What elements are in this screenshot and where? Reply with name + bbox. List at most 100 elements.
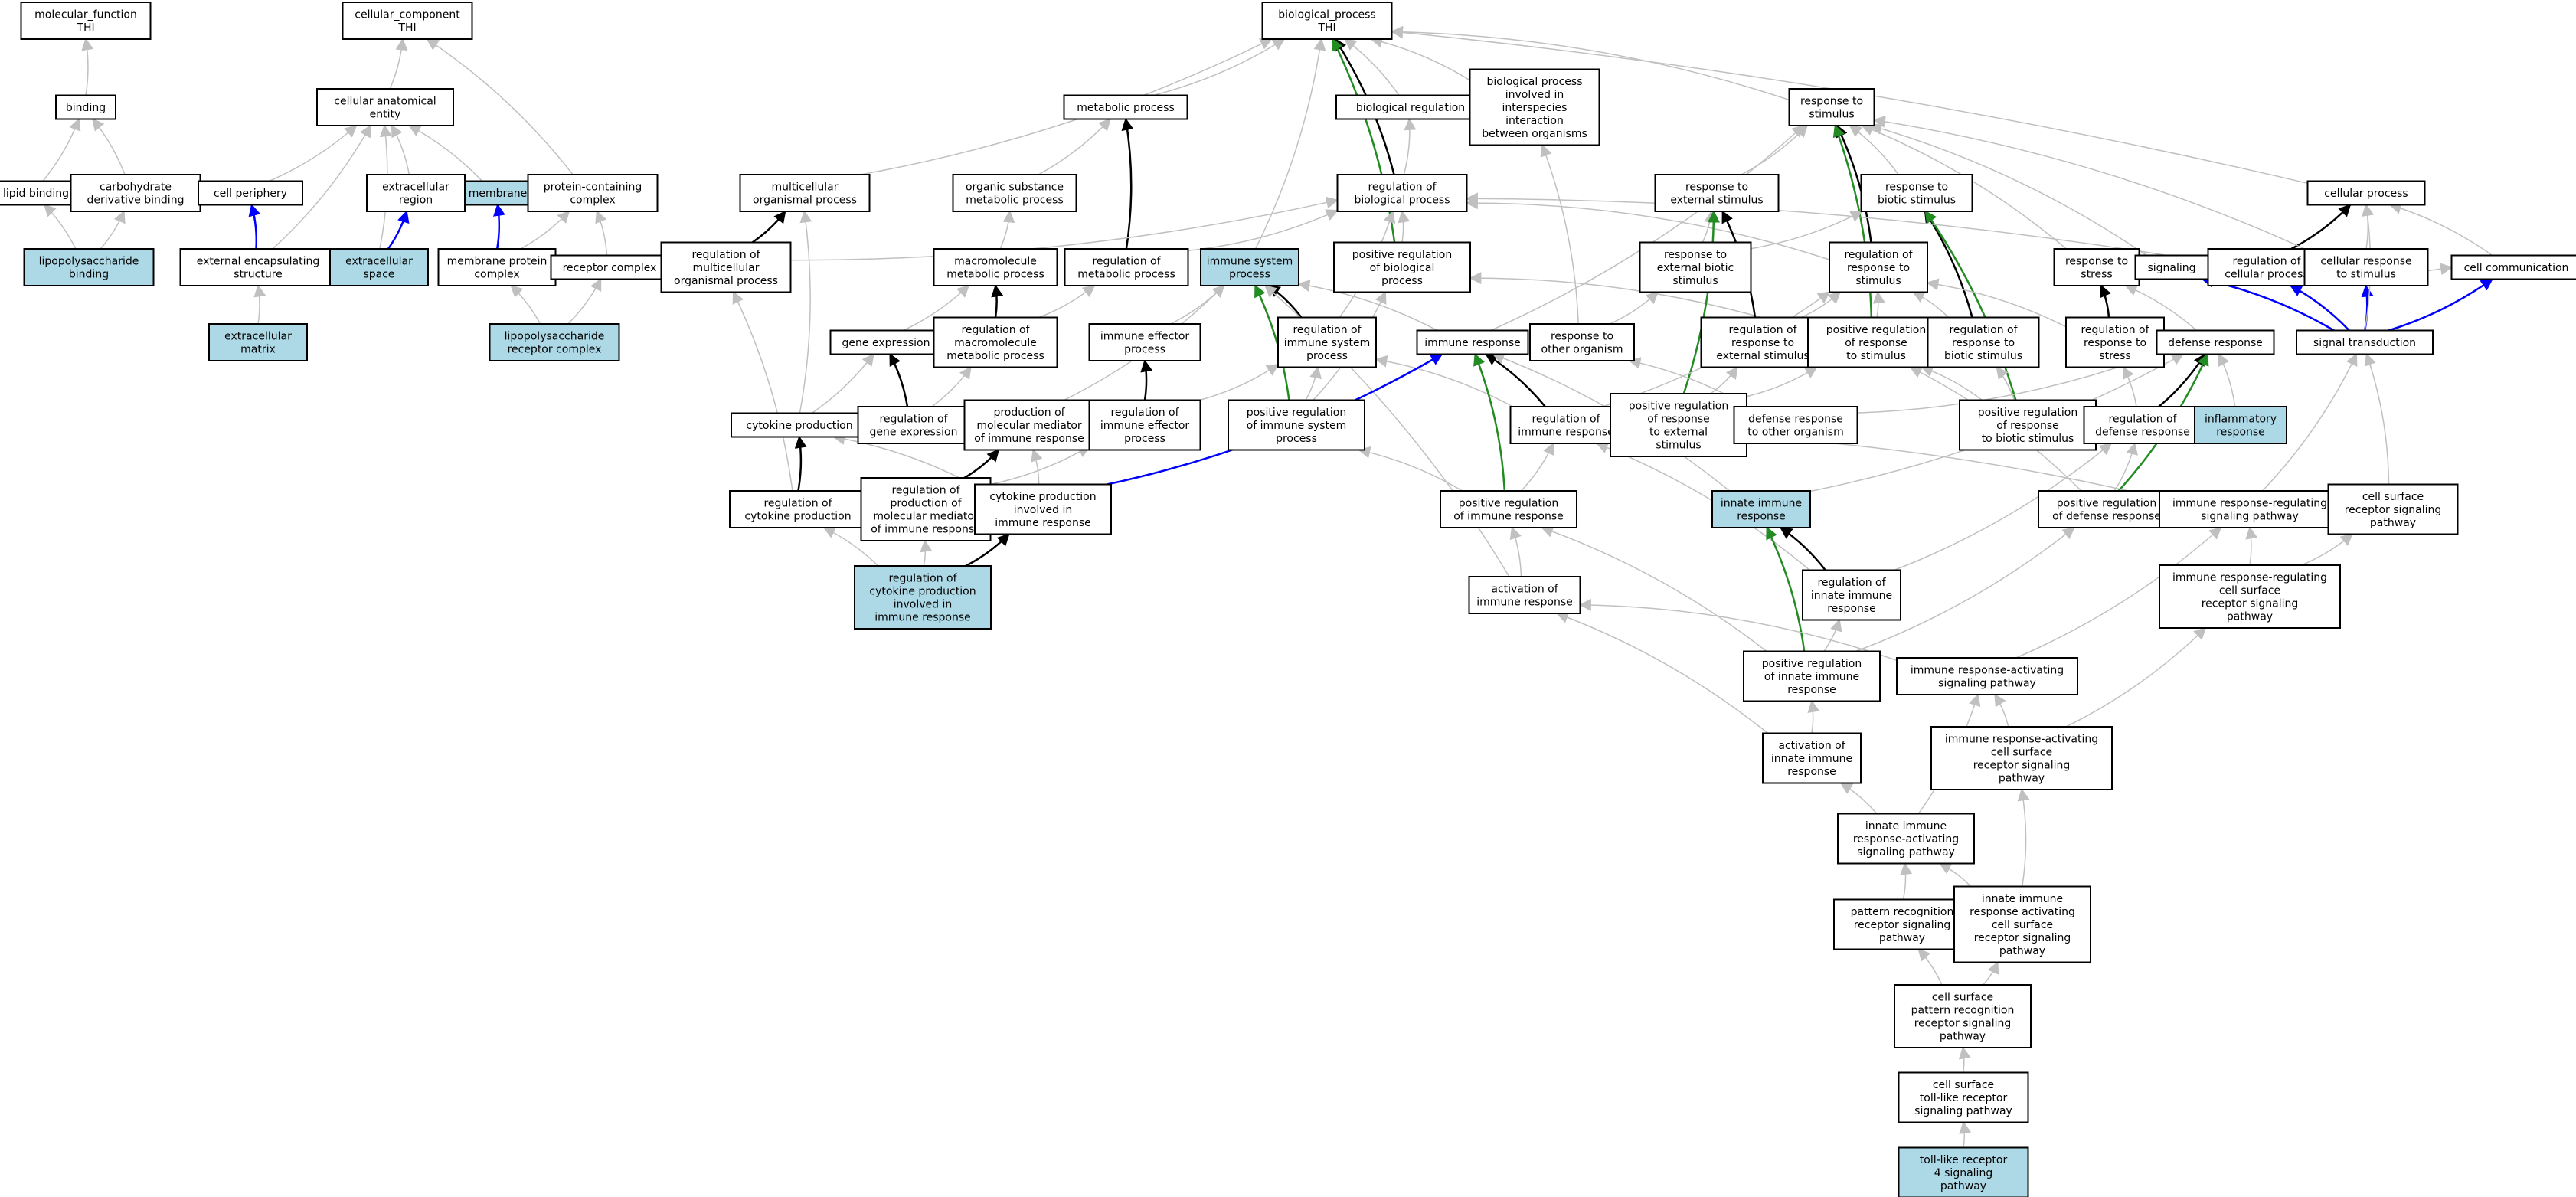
edge-neg-regulates [248, 203, 261, 250]
node-label-line: cellular process [2225, 269, 2308, 281]
go-term-node-binding[interactable]: binding [55, 94, 116, 120]
go-term-node-defense-response[interactable]: defense response [2156, 329, 2275, 355]
go-term-node-cell-periphery[interactable]: cell periphery [198, 180, 303, 206]
node-label-line: response [1827, 603, 1876, 615]
edge-is-a [931, 366, 972, 407]
node-box [1894, 984, 2032, 1048]
node-label: binding [66, 102, 106, 114]
node-box [1335, 94, 1486, 120]
edge-is-a [1849, 125, 1899, 175]
node-label-line: macromolecule [954, 256, 1037, 268]
go-term-node-signal-transduction[interactable]: signal transduction [2296, 329, 2434, 355]
go-term-node-cell-communication[interactable]: cell communication [2450, 254, 2576, 280]
go-term-node-metabolic-process[interactable]: metabolic process [1063, 94, 1188, 120]
go-term-node-signaling[interactable]: signaling [2134, 254, 2209, 280]
edge-neg-regulates [2289, 284, 2350, 332]
node-box [1529, 323, 1635, 361]
go-term-node-membrane[interactable]: membrane [464, 180, 531, 206]
go-term-node-immune-response[interactable]: immune response [1416, 329, 1529, 355]
go-term-node-cytokine-production[interactable]: cytokine production [731, 412, 868, 438]
go-term-node-receptor-complex[interactable]: receptor complex [550, 254, 669, 280]
go-term-node-biological-regulation[interactable]: biological regulation [1335, 94, 1486, 120]
go-term-node-gene-expression[interactable]: gene expression [829, 329, 943, 355]
node-label: cell periphery [214, 188, 287, 200]
node-label-line: lipid binding [3, 188, 69, 200]
go-term-node-cellular-process[interactable]: cellular process [2306, 180, 2426, 206]
node-label-line: inflammatory [2205, 414, 2277, 426]
edge-is-a [595, 210, 608, 256]
